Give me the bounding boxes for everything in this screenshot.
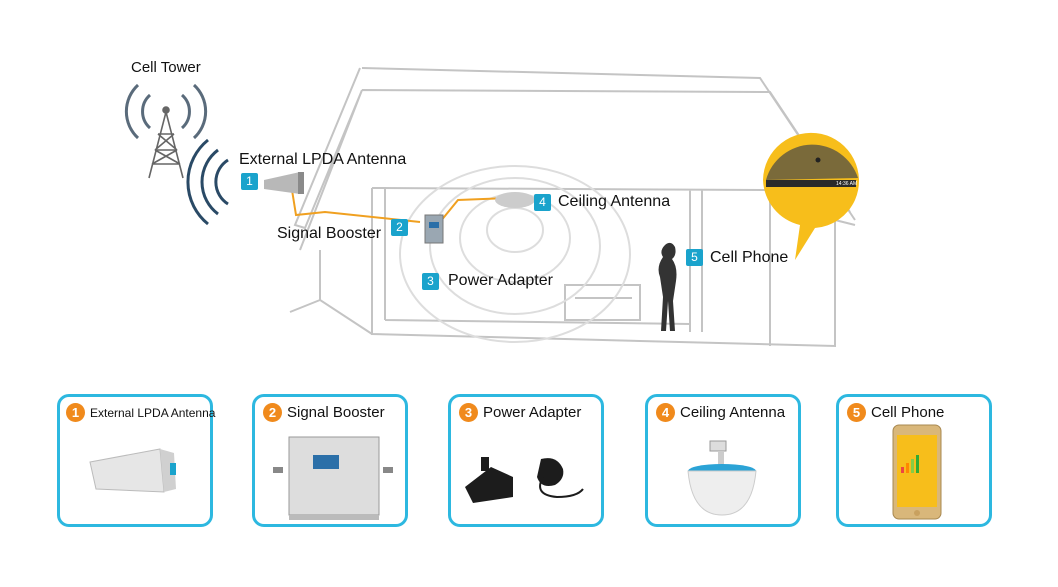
ceiling-antenna-product-icon	[687, 440, 757, 516]
component-card-antenna: 1 External LPDA Antenna	[57, 394, 216, 527]
card-number-badge: 4	[656, 403, 675, 422]
callout-number-4: 4	[534, 194, 551, 211]
card-number-badge: 2	[263, 403, 282, 422]
card-title: Cell Phone	[871, 404, 945, 421]
cell-tower-icon	[148, 106, 184, 179]
callout-label-5: Cell Phone	[710, 249, 789, 266]
ceiling-antenna-icon	[495, 192, 535, 208]
tower-signal-waves-icon	[124, 83, 208, 140]
signal-booster-icon	[273, 436, 393, 520]
callout-number-3: 3	[422, 273, 439, 290]
person-silhouette	[658, 242, 677, 331]
component-card-cell-phone: 5 Cell Phone	[836, 394, 992, 527]
card-number-badge: 1	[66, 403, 85, 422]
callout-label-2: Signal Booster	[277, 225, 382, 242]
callout-number-2: 2	[391, 219, 408, 236]
component-card-power-adapter: 3 Power Adapter	[448, 394, 604, 527]
card-title: Ceiling Antenna	[680, 404, 786, 421]
phone-status-time: 14:36 AM	[836, 181, 858, 187]
antenna-signal-waves-icon	[186, 138, 229, 226]
callout-label-3: Power Adapter	[448, 272, 553, 289]
card-title: Signal Booster	[287, 404, 385, 421]
card-number-badge: 5	[847, 403, 866, 422]
callout-number-1: 1	[241, 173, 258, 190]
card-title: Power Adapter	[483, 404, 582, 421]
callout-label-1: External LPDA Antenna	[239, 151, 407, 168]
cell-phone-icon	[892, 424, 942, 520]
lpda-antenna-icon	[89, 448, 176, 493]
callout-label-4: Ceiling Antenna	[558, 193, 671, 210]
cell-tower-label: Cell Tower	[131, 59, 201, 76]
booster-icon	[424, 214, 444, 244]
power-adapter-icon	[465, 457, 584, 503]
component-card-ceiling-antenna: 4 Ceiling Antenna	[645, 394, 801, 527]
card-number-badge: 3	[459, 403, 478, 422]
phone-zoom-bubble	[763, 132, 859, 260]
antenna-cable	[291, 189, 511, 223]
component-card-booster: 2 Signal Booster	[252, 394, 408, 527]
external-antenna-icon	[264, 172, 304, 194]
house-outline	[289, 67, 856, 348]
callout-number-5: 5	[686, 249, 703, 266]
card-title: External LPDA Antenna	[90, 405, 216, 420]
